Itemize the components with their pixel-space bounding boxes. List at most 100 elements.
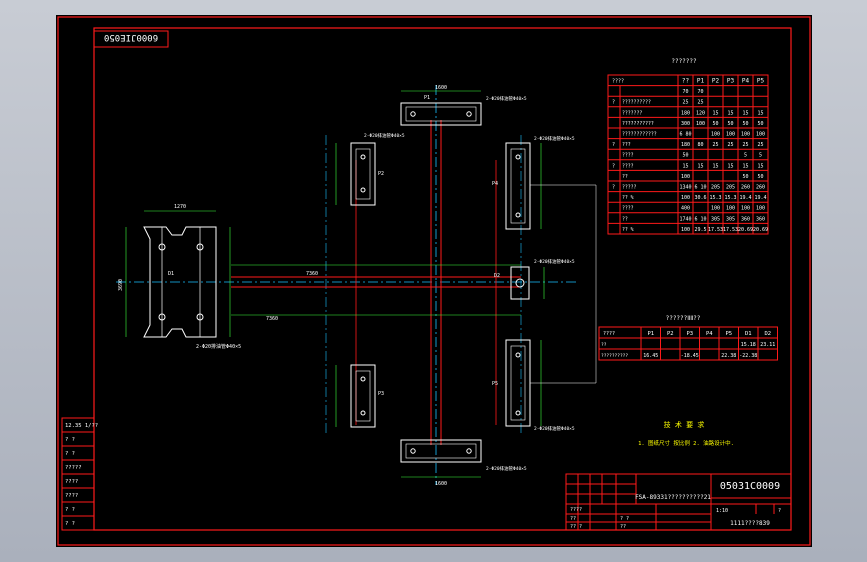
table1-cell: 25 xyxy=(742,142,748,148)
svg-text:?? ?: ?? ? xyxy=(570,524,582,530)
title-stamp-box xyxy=(93,30,169,48)
table2-cell: -22.38 xyxy=(739,353,757,359)
table1-cell: 20.69 xyxy=(738,227,753,233)
svg-text:1270: 1270 xyxy=(174,204,186,210)
table1-cell: 50 xyxy=(712,121,718,127)
table2-header: D1 xyxy=(745,331,752,337)
svg-text:1600: 1600 xyxy=(435,85,447,91)
table1-cell: 30.6 xyxy=(694,195,706,201)
table1-cell: 205 xyxy=(726,185,735,191)
table2-header: P2 xyxy=(667,331,674,337)
svg-text:2-Φ20排油管Φ40×5: 2-Φ20排油管Φ40×5 xyxy=(534,135,575,142)
svg-text:D2: D2 xyxy=(494,273,500,279)
table2-header: P3 xyxy=(686,331,693,337)
table1-row-label: ?????????? xyxy=(622,100,651,106)
svg-text:2-Φ20排油管Φ40×5: 2-Φ20排油管Φ40×5 xyxy=(534,258,575,265)
table1-cell: 6 10 xyxy=(694,185,706,191)
table1-row-label: ??????????? xyxy=(622,121,654,127)
outer-frame xyxy=(57,16,811,546)
table1-cell: 25 xyxy=(682,100,688,106)
left-info-block: 12.35 1/?? ? ? ? ? ????? ???? ???? ? ? ?… xyxy=(61,417,98,531)
table1-cell: 50 xyxy=(742,174,748,180)
tech-line: 1. 图纸尺寸 按比例 2. 油路设计中. xyxy=(638,439,734,447)
table1-cell: 100 xyxy=(741,132,750,138)
table1-cell: 5 xyxy=(759,153,762,159)
table2-title: ??????ⅡⅡ?? xyxy=(666,315,701,322)
left-block-1: ? ? xyxy=(65,437,75,443)
upper-right-plate: 2-Φ20排油管Φ40×5 P4 xyxy=(492,135,596,230)
table1-cell: 100 xyxy=(756,132,765,138)
table1-cell: 15 xyxy=(727,110,733,116)
cad-viewport[interactable]: 6000JIE050 12.35 1/?? ? ? ? ? ????? ????… xyxy=(56,15,812,547)
left-block-3: ????? xyxy=(65,465,82,471)
svg-text:P2: P2 xyxy=(378,171,384,177)
table1-cell: 70 xyxy=(697,89,703,95)
tech-heading: 技 术 要 求 xyxy=(664,420,705,429)
table1-cell: 100 xyxy=(696,121,705,127)
table1-row-label: ??????? xyxy=(622,110,642,116)
svg-text:2-Φ20排油管Φ40×5: 2-Φ20排油管Φ40×5 xyxy=(364,132,405,139)
left-block-7: ? ? xyxy=(65,521,75,527)
table1-title: ??????? xyxy=(671,58,697,65)
table2-cell: -18.45 xyxy=(681,353,699,359)
table1-row-label: ???? xyxy=(622,163,634,169)
table1-cell: 50 xyxy=(727,121,733,127)
table1-cell: 25 xyxy=(697,100,703,106)
table1-header: P1 xyxy=(697,78,705,85)
lower-right-plate: 2-Φ20排油管Φ40×5 P5 xyxy=(492,185,597,432)
table1-cell: 100 xyxy=(726,206,735,212)
table1-cell: 300 xyxy=(681,121,690,127)
table1-cell: 100 xyxy=(756,206,765,212)
table1-cell: 100 xyxy=(681,227,690,233)
svg-text:? ?: ? ? xyxy=(620,516,629,522)
table1-cell: 70 xyxy=(682,89,688,95)
main-drawing: 1270 3690 D1 2-Φ20排油管Φ40×5 1600 2-Φ20排油管… xyxy=(116,85,597,487)
table1-cell: 19.4 xyxy=(739,195,751,201)
table1-row-label: ???????????? xyxy=(622,132,657,138)
table1-cell: 15 xyxy=(742,110,748,116)
svg-text:P5: P5 xyxy=(492,381,498,387)
table1-cell: 1340 xyxy=(679,185,691,191)
table1-cell: 50 xyxy=(742,121,748,127)
table1-cell: 360 xyxy=(741,216,750,222)
lower-left-plate: P3 xyxy=(335,364,384,428)
table1-cell: 100 xyxy=(711,206,720,212)
table1-row-label: ??? xyxy=(622,142,631,148)
table1-cell: 5 xyxy=(744,153,747,159)
table1-cell: 15 xyxy=(742,163,748,169)
table2-row-label: ?? xyxy=(601,342,607,348)
table1-cell: 260 xyxy=(741,185,750,191)
table2-header: D2 xyxy=(764,331,771,337)
table1-cell: 20.69 xyxy=(753,227,768,233)
svg-text:2-Φ20排油管Φ40×5: 2-Φ20排油管Φ40×5 xyxy=(534,425,575,432)
svg-text:??: ?? xyxy=(570,516,576,522)
table1-cell: 180 xyxy=(681,142,690,148)
table2-cell: 15.18 xyxy=(741,342,756,348)
left-block-6: ? ? xyxy=(65,507,75,513)
table1-header: P4 xyxy=(742,78,750,85)
table1-cell: 15 xyxy=(757,163,763,169)
table2-cell: 23.11 xyxy=(760,342,775,348)
cad-drawing: 6000JIE050 12.35 1/?? ? ? ? ? ????? ????… xyxy=(57,16,811,546)
table1-cell: 100 xyxy=(711,132,720,138)
svg-text:2-Φ20排油管Φ40×5: 2-Φ20排油管Φ40×5 xyxy=(196,343,241,350)
table1-cell: 360 xyxy=(756,216,765,222)
svg-text:7360: 7360 xyxy=(266,316,278,322)
table1-cell: 100 xyxy=(726,132,735,138)
table1-cell: 15 xyxy=(712,163,718,169)
table1-header: ?? xyxy=(682,78,690,85)
project-label: FSA-89331??????????21 xyxy=(635,494,711,501)
left-block-2: ? ? xyxy=(65,451,75,457)
table1-header: P3 xyxy=(727,78,735,85)
table1-cell: 15.3 xyxy=(724,195,736,201)
table1-corner: ???? xyxy=(612,79,624,85)
svg-text:??: ?? xyxy=(620,524,626,530)
table1-header: P2 xyxy=(712,78,720,85)
table1-cell: 25 xyxy=(757,142,763,148)
table1-row-label: ???? xyxy=(622,206,634,212)
table1-cell: 100 xyxy=(741,206,750,212)
svg-text:P1: P1 xyxy=(424,95,430,101)
table1-cell: 25 xyxy=(727,142,733,148)
drawing-title: 1111????839 xyxy=(730,520,770,527)
